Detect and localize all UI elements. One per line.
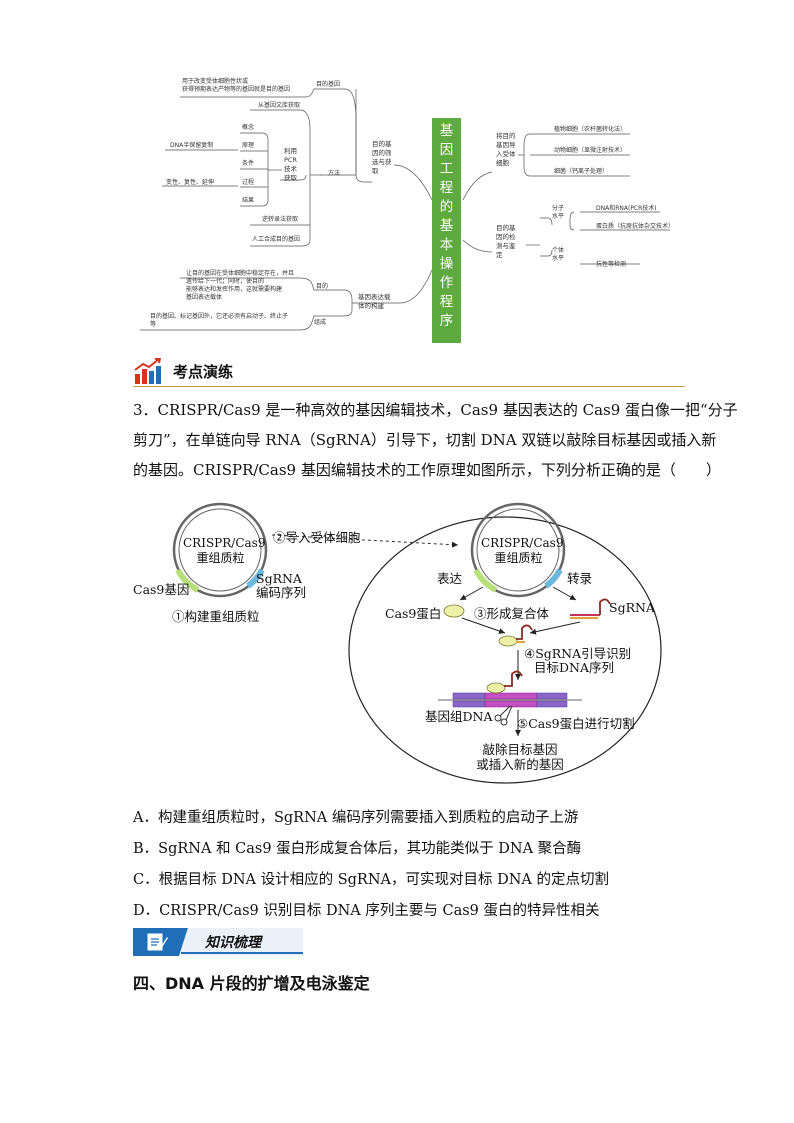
- center-char: 本: [439, 237, 454, 253]
- mind-map-center: 基 因 工 程 的 基 本 操 作 程序: [432, 118, 461, 343]
- step2-label: ②导入受体细胞: [273, 530, 361, 545]
- pcr-item: 原理: [242, 142, 255, 149]
- cas9-protein-label: Cas9蛋白: [385, 606, 442, 621]
- center-char: 程: [439, 294, 454, 310]
- center-char: 因: [439, 142, 454, 158]
- recombinant-plasmid-left: [172, 502, 268, 598]
- purpose-text: 用于改变受体细胞性状或 获得预期表达产物等的基因就是目的基因: [182, 78, 291, 93]
- molecular-item: DNA和RNA(PCR技术): [596, 205, 657, 212]
- center-char: 操: [439, 256, 454, 272]
- sgrna-code-label: SgRNA 编码序列: [256, 571, 307, 600]
- step5-label: ⑤Cas9蛋白进行切割: [517, 716, 635, 731]
- method-label: 方法: [328, 170, 341, 177]
- individual-item: 抗性等检测: [596, 261, 627, 268]
- pcr-item: 概念: [242, 124, 255, 131]
- question-line: CRISPR/Cas9 是一种高效的基因编辑技术，Cas9 基因表达的 Cas9…: [157, 401, 738, 419]
- step1-label: ①构建重组质粒: [172, 609, 260, 624]
- recombinant-plasmid-right: [470, 502, 566, 598]
- center-char: 序: [439, 313, 454, 329]
- vector-component-text: 目的基因、标记基因外，它还必须有启动子、终止子 等: [150, 313, 289, 328]
- genome-dna-label: 基因组DNA: [425, 709, 493, 724]
- question-line: 剪刀”，在单链向导 RNA（SgRNA）引导下，切割 DNA 双链以敲除目标基因…: [133, 431, 717, 449]
- pcr-principle-detail: DNA半保留复制: [170, 142, 214, 149]
- center-char: 的: [439, 199, 454, 215]
- transform-item: 动物细胞（显微注射技术）: [554, 147, 627, 154]
- pcr-item: 条件: [242, 160, 255, 167]
- reverse-transcription: 逆转录法获取: [262, 216, 299, 223]
- section-title: 考点演练: [173, 363, 234, 381]
- banner-divider: [133, 386, 685, 387]
- step4-label: ④SgRNA引导识别 目标DNA序列: [524, 646, 632, 675]
- molecular-level: 分子 水平: [552, 205, 565, 220]
- center-char: 工: [439, 161, 454, 177]
- transcribe-label: 转录: [567, 571, 593, 586]
- transform-title: 将目的 基因导 入受体 细胞: [496, 132, 516, 167]
- notebook-pen-icon: [147, 933, 168, 951]
- transform-item: 细菌（钙离子处理）: [554, 168, 609, 175]
- molecular-item: 蛋白质（抗原抗体杂交技术）: [596, 223, 675, 230]
- cas9-gene-label: Cas9基因: [133, 582, 190, 597]
- center-char: 基: [439, 218, 454, 234]
- option-a[interactable]: A．构建重组质粒时，SgRNA 编码序列需要插入到质粒的启动子上游: [133, 810, 579, 826]
- chart-growth-icon: [134, 358, 162, 384]
- option-c[interactable]: C．根据目标 DNA 设计相应的 SgRNA，可实现对目标 DNA 的定点切割: [133, 872, 609, 888]
- section-title: 知识梳理: [205, 935, 261, 951]
- transform-item: 植物细胞（农杆菌转化法）: [554, 126, 627, 133]
- exercise-banner: 考点演练: [133, 356, 685, 390]
- center-char: 程: [439, 180, 454, 196]
- center-char: 基: [439, 123, 454, 139]
- pcr-label: 利用 PCR 技术 获取: [284, 147, 297, 182]
- pcr-process-detail: 变性、复性、延伸: [166, 179, 215, 186]
- pcr-item: 过程: [242, 179, 255, 186]
- question-line: 的基因。CRISPR/Cas9 基因编辑技术的工作原理如图所示，下列分析正确的是…: [133, 461, 721, 479]
- crispr-diagram-graphics: [172, 502, 662, 784]
- plasmid-title-left: CRISPR/Cas9 重组质粒: [183, 536, 266, 565]
- mind-map-connectors: [140, 88, 670, 331]
- plasmid-title-right: CRISPR/Cas9 重组质粒: [481, 536, 564, 565]
- option-b[interactable]: B．SgRNA 和 Cas9 蛋白形成复合体后，其功能类似于 DNA 聚合酶: [133, 841, 582, 857]
- sgrna-label: SgRNA: [609, 600, 655, 615]
- step3-label: ③形成复合体: [474, 606, 550, 621]
- question-stem: 3．CRISPR/Cas9 是一种高效的基因编辑技术，Cas9 基因表达的 Ca…: [133, 397, 738, 484]
- receptor-cell: [348, 516, 662, 784]
- center-char: 作: [439, 275, 454, 291]
- section-heading: 四、DNA 片段的扩增及电泳鉴定: [133, 974, 370, 993]
- detect-title: 目的基 因的检 测与鉴 定: [496, 224, 516, 259]
- vector-component-label: 组成: [314, 319, 327, 326]
- option-d[interactable]: D．CRISPR/Cas9 识别目标 DNA 序列主要与 Cas9 蛋白的特异性…: [133, 903, 600, 919]
- question-number: 3．: [133, 401, 158, 419]
- individual-level: 个体 水平: [552, 247, 565, 262]
- purpose-label: 目的基因: [316, 81, 341, 88]
- synthesis: 人工合成目的基因: [252, 236, 301, 243]
- pcr-item: 结果: [242, 197, 255, 204]
- vector-purpose-label: 目的: [316, 283, 329, 290]
- cas9-protein-shape: [443, 604, 465, 618]
- express-label: 表达: [437, 571, 463, 586]
- from-library: 从基因文库获取: [258, 102, 301, 109]
- knowledge-banner: 知识梳理: [133, 928, 303, 956]
- result-label: 敲除目标基因 或插入新的基因: [476, 742, 564, 772]
- target-gene-title: 目的基 因的筛 选与获 取: [372, 140, 392, 175]
- scissors-icon: [494, 705, 513, 726]
- vector-purpose-text: 让目的基因在受体细胞中稳定存在，并且 遗传给下一代；同时，使目的 能够表达和发挥…: [186, 270, 295, 301]
- vector-title: 基因表达载 体的构建: [358, 293, 391, 310]
